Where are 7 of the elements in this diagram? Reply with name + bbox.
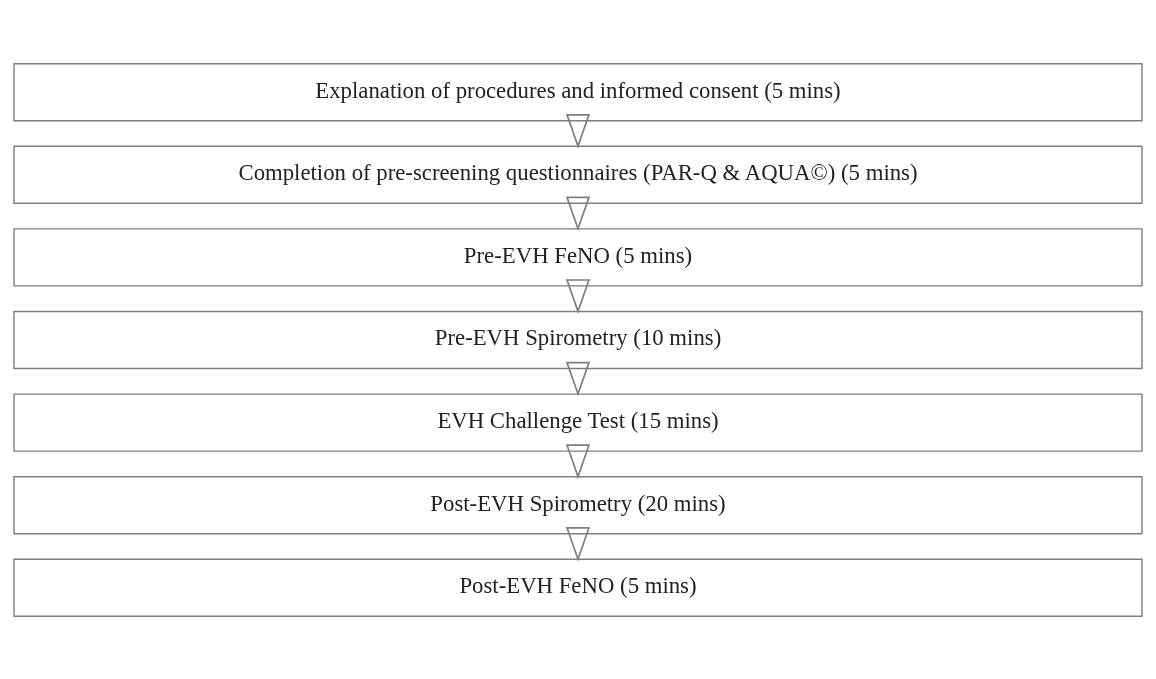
arrow (565, 196, 591, 231)
arrow (565, 113, 591, 149)
arrow (565, 526, 591, 562)
arrow (565, 278, 591, 314)
arrow (565, 361, 591, 397)
node-box: Post-EVH FeNO (5 mins) (13, 558, 1143, 617)
arrow (565, 443, 591, 479)
